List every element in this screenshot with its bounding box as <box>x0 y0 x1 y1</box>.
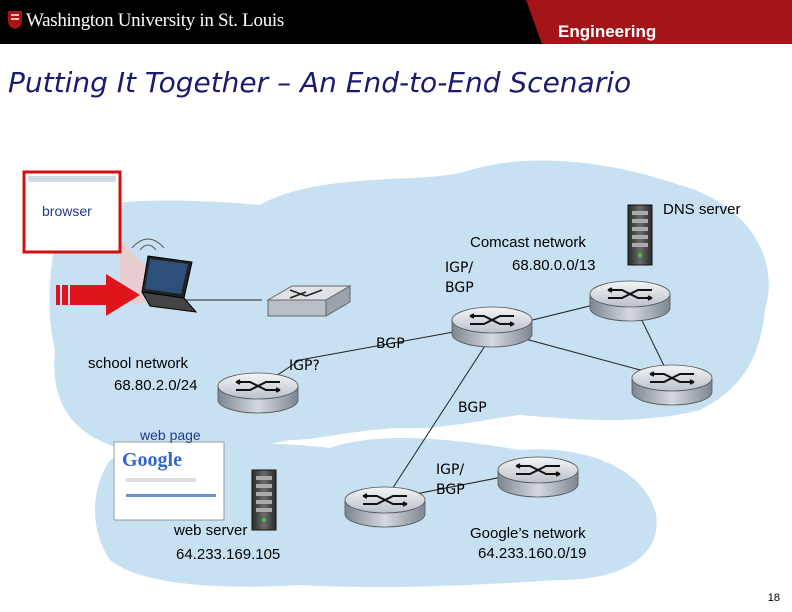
web-server-label: web server <box>174 522 248 539</box>
comcast-bgp-label: BGP <box>445 280 474 296</box>
header-bar: Washington University in St. Louis Engin… <box>0 0 792 44</box>
university-logo: Washington University in St. Louis <box>8 10 284 32</box>
google-router-icon <box>497 456 579 498</box>
google-igp-label: IGP/ <box>436 462 465 478</box>
google-router-icon <box>344 486 426 528</box>
web-server-icon <box>251 469 277 531</box>
comcast-router-icon <box>631 364 713 406</box>
web-server-ip-label: 64.233.169.105 <box>176 546 281 563</box>
red-arrow-icon <box>56 274 140 316</box>
laptop-icon <box>131 238 198 313</box>
shield-icon <box>8 11 22 29</box>
comcast-router-icon <box>451 306 533 348</box>
bgp-google-link-label: BGP <box>458 400 487 416</box>
dns-server-label: DNS server <box>663 201 741 218</box>
google-network-label: Google’s network <box>470 525 586 542</box>
browser-label: browser <box>42 203 92 219</box>
university-name: Washington University in St. Louis <box>26 10 284 31</box>
google-bgp-label: BGP <box>436 482 465 498</box>
comcast-router-icon <box>589 280 671 322</box>
engineering-label: Engineering <box>558 22 657 41</box>
comcast-network-label: Comcast network <box>470 234 586 251</box>
igp-question-label: IGP? <box>289 358 320 374</box>
web-page-label: web page <box>140 427 201 443</box>
comcast-prefix-label: 68.80.0.0/13 <box>512 257 596 274</box>
school-network-label: school network <box>88 355 189 372</box>
google-prefix-label: 64.233.160.0/19 <box>478 545 587 562</box>
web-page-thumbnail: Google <box>113 441 225 521</box>
engineering-tab <box>526 0 792 44</box>
school-router-icon <box>217 372 299 414</box>
slide-title: Putting It Together – An End-to-End Scen… <box>8 66 632 99</box>
google-logo: Google <box>122 449 182 471</box>
comcast-igp-label: IGP/ <box>445 260 474 276</box>
bgp-link-label: BGP <box>376 336 405 352</box>
school-prefix-label: 68.80.2.0/24 <box>114 377 198 394</box>
switch-icon <box>266 285 352 317</box>
page-number: 18 <box>767 592 780 604</box>
dns-server-icon <box>627 204 653 266</box>
